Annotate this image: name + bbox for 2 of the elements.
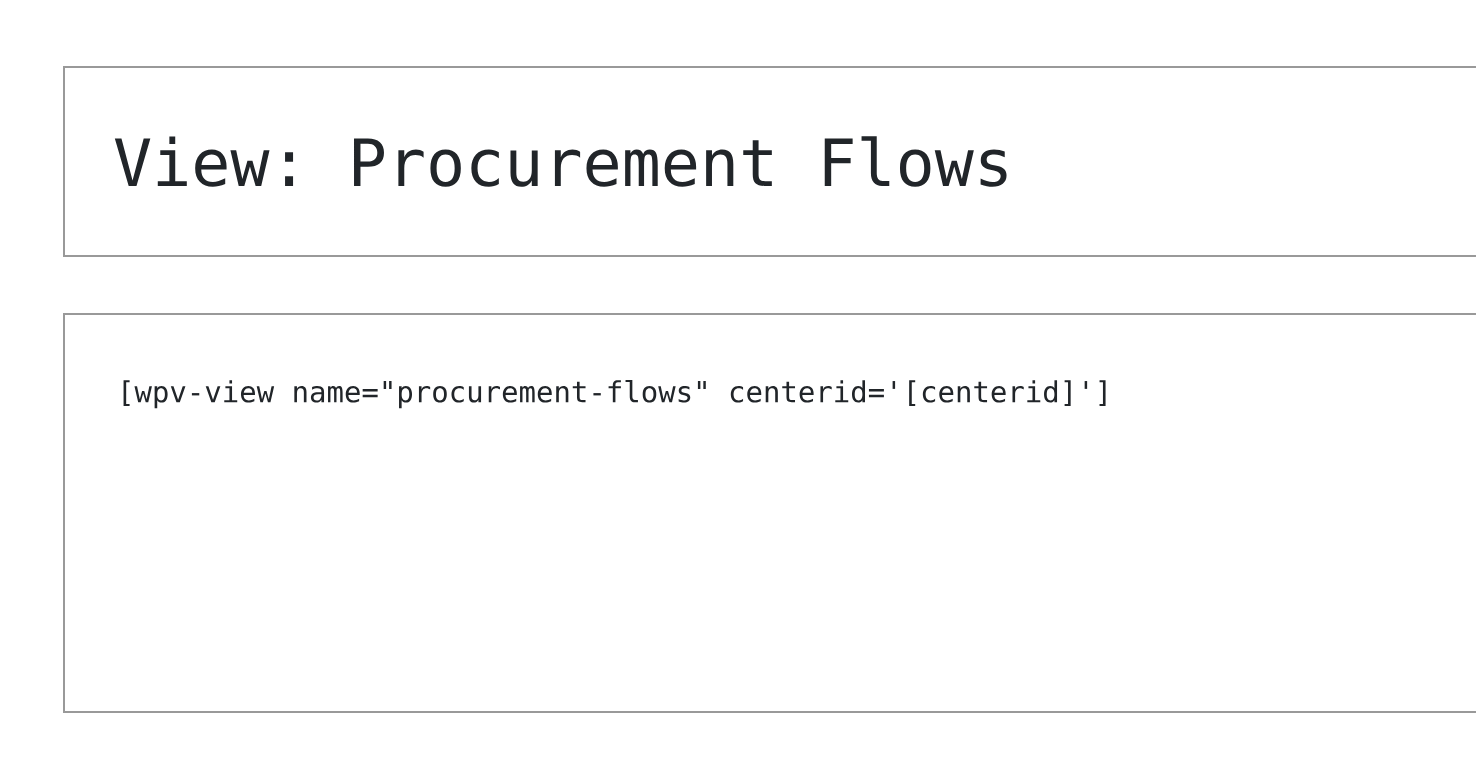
title-box: View: Procurement Flows [63, 66, 1476, 257]
code-box: [wpv-view name="procurement-flows" centerid='[centerid]'] [63, 313, 1476, 713]
